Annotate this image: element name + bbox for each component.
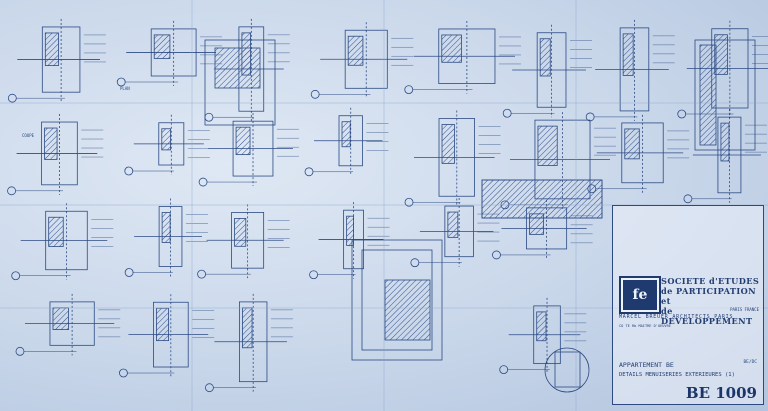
title-block: fe SOCIETE d'ETUDES de PARTICIPATION et … [612,205,764,405]
drawing-number: BE 1009 [685,384,757,402]
sheet-title: DETAILS MENUISERIES EXTERIEURES (1) [619,372,735,378]
firm-city: PARIS FRANCE [730,307,759,312]
project-name: APPARTEMENT BE [619,361,674,369]
view-label-coupe: COUPE [22,133,35,138]
view-label-plan: PLAN [120,86,130,91]
approval-stamp: BE/DC [743,360,757,365]
firm-name: SOCIETE d'ETUDES de PARTICIPATION et de … [661,276,760,326]
architects-line: MARCEL BREUER ARCHITECTS PARIS [619,314,734,320]
firm-logo: fe [619,276,661,314]
engineers-line: CO TE Rb MAITRE D'OEUVRE [619,324,671,328]
